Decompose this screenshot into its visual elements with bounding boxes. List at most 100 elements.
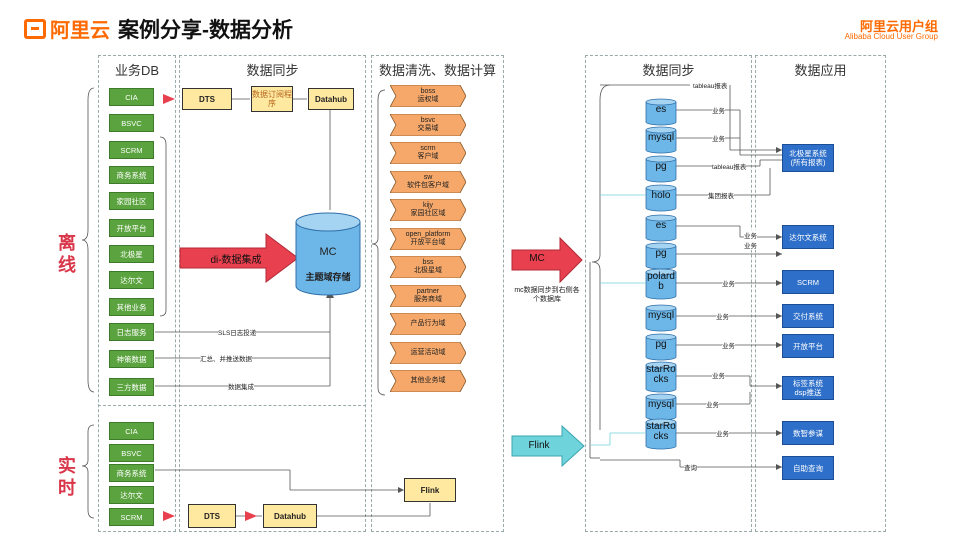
logo-text: 阿里云 [50, 20, 110, 42]
flink-arrow-icon [511, 424, 585, 468]
domain-desc: 家园社区域 [410, 210, 446, 217]
divider [179, 405, 366, 406]
section-business-db: 业务DB [98, 55, 176, 532]
database-cylinder-icon: starRocks [645, 361, 677, 393]
database-label: starRocks [646, 364, 676, 385]
application-box: SCRM [782, 270, 834, 294]
application-box: 达尔文系统 [782, 225, 834, 249]
domain-desc: 交易域 [417, 124, 439, 132]
edge-group-report: 集团报表 [708, 190, 734, 200]
database-cylinder-icon: polardb [645, 268, 677, 300]
source-box: CIA [109, 88, 154, 106]
integrate-label: 数据集成 [228, 381, 254, 391]
section-title: 业务DB [114, 63, 160, 78]
flink-arrow-label: Flink [528, 440, 550, 451]
database-cylinder-icon: mysql [645, 304, 677, 332]
section-application: 数据应用 [755, 55, 886, 532]
application-box: 北极星系统 (所有报表) [782, 144, 834, 172]
domain-desc: 运权域 [417, 96, 439, 103]
domain-name: bss [422, 259, 434, 266]
application-box: 标签系统 dsp推送 [782, 376, 834, 400]
source-box: 其他业务 [109, 298, 154, 316]
application-box: 开放平台 [782, 334, 834, 358]
edge-biz: 业务 [722, 340, 735, 350]
domain-desc: 运营活动域 [410, 348, 446, 356]
realtime-source-box: CIA [109, 422, 154, 440]
divider [98, 405, 176, 406]
edge-biz: 业务 [716, 428, 729, 438]
domain-desc: 客户域 [417, 153, 439, 160]
dts-realtime-box: DTS [188, 504, 236, 528]
database-label: polardb [647, 271, 675, 292]
section-cleaning: 数据清洗、数据计算 [371, 55, 504, 532]
edge-biz: 业务 [712, 370, 725, 380]
domain-name: open_platform [405, 230, 451, 238]
database-label: starRocks [646, 421, 676, 442]
database-cylinder-icon: es [645, 98, 677, 126]
section-title: 数据清洗、数据计算 [378, 63, 496, 78]
domain-name: bsvc [420, 116, 436, 124]
edge-biz: 业务 [722, 278, 735, 288]
offline-label: 离线 [58, 233, 76, 275]
section-sync: 数据同步 [179, 55, 366, 532]
source-box: SCRM [109, 141, 154, 159]
domain-desc: 开放平台域 [410, 238, 446, 246]
source-box: 商务系统 [109, 166, 154, 184]
database-label: pg [655, 339, 667, 350]
edge-biz: 业务 [716, 311, 729, 321]
edge-tableau-report: tableau报表 [693, 80, 728, 90]
realtime-label: 实时 [58, 456, 76, 498]
dts-box: DTS [182, 88, 232, 110]
database-cylinder-icon: es [645, 214, 677, 242]
mc-storage-icon [295, 212, 361, 296]
aliyun-logo-icon [24, 18, 46, 39]
domain-desc: 北极星域 [414, 267, 442, 274]
database-cylinder-icon: pg [645, 242, 677, 270]
edge-tableau-report: tableau报表 [712, 161, 747, 171]
domain-text: 产品行为域 [398, 320, 458, 328]
database-label: mysql [647, 399, 675, 410]
database-label: pg [655, 161, 667, 172]
flink-box: Flink [404, 478, 456, 502]
realtime-source-box: BSVC [109, 444, 154, 462]
mc-arrow-label: MC [529, 253, 545, 264]
database-cylinder-icon: mysql [645, 126, 677, 154]
di-arrow-icon [179, 233, 299, 283]
source-box: 日志服务 [109, 323, 154, 341]
database-cylinder-icon: starRocks [645, 418, 677, 450]
mc-subtitle: 主题域存储 [305, 272, 351, 282]
source-box: 开放平台 [109, 219, 154, 237]
domain-tag: 其他业务域 [390, 370, 466, 392]
di-arrow-label: di-数据集成 [210, 255, 262, 266]
domain-name: sw [423, 173, 433, 181]
domain-desc: 软件包客户域 [407, 181, 449, 189]
edge-biz: 业务 [706, 399, 719, 409]
database-cylinder-icon: mysql [645, 393, 677, 421]
database-label: pg [655, 248, 667, 259]
domain-name: kijy [422, 202, 434, 209]
database-label: mysql [647, 310, 675, 321]
domain-tag: 运营活动域 [390, 341, 466, 364]
aggregate-label: 汇总、并推送数据 [200, 353, 252, 363]
realtime-source-box: 达尔文 [109, 486, 154, 504]
group-subtitle: Alibaba Cloud User Group [844, 32, 938, 41]
database-cylinder-icon: holo [645, 184, 677, 212]
database-label: holo [651, 190, 671, 201]
subscription-box: 数据订阅程序 [251, 86, 293, 112]
database-cylinder-icon: pg [645, 155, 677, 183]
application-box: 自助查询 [782, 456, 834, 480]
source-box: 神策数据 [109, 350, 154, 368]
